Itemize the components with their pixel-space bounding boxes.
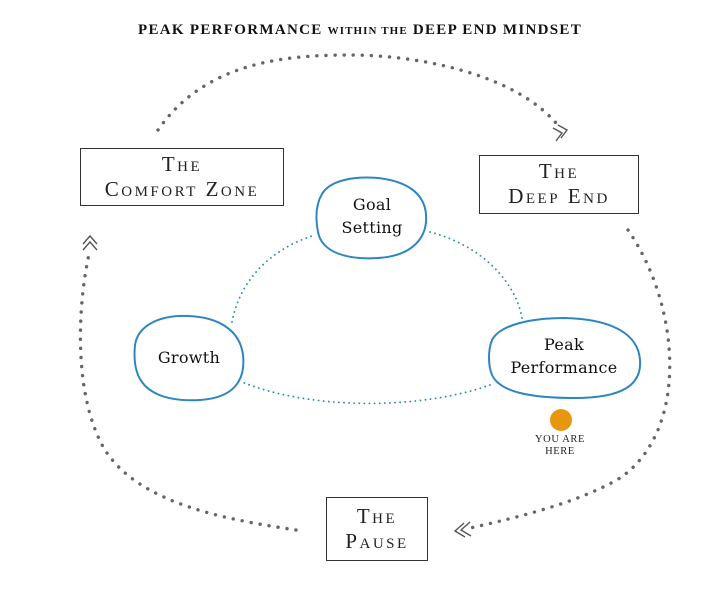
comfort-zone-line-2: Comfort Zone [104,177,260,201]
goal-setting-line-1: Goal [352,195,392,214]
you-are-here-label: YOU ARE HERE [510,434,610,458]
peak-performance-label: Peak Performance [488,333,640,379]
title-part-3: DEEP END MINDSET [412,22,583,38]
growth-line-1: Growth [157,348,221,367]
goal-setting-blob [315,176,428,260]
pause-line-2: Pause [345,529,409,553]
link-goal-to-peak [429,231,523,319]
deep-end-line-2: Deep End [508,184,610,208]
deep-end-box: The Deep End [479,155,639,214]
arc-comfort-to-deep-end [156,53,562,132]
arrowhead-to-pause [453,521,472,538]
peak-performance-line-2: Performance [510,358,618,377]
pause-line-1: The [356,504,398,528]
arrowhead-to-deep-end [552,124,569,142]
title-part-2: WITHIN THE [327,25,408,37]
growth-blob [133,314,245,402]
pause-box: The Pause [326,497,428,561]
you-are-here-marker [550,409,572,431]
arrowhead-to-comfort-zone [82,234,98,251]
comfort-zone-box: The Comfort Zone [80,148,284,206]
you-are-here-line-2: HERE [545,446,575,457]
title-part-1: PEAK PERFORMANCE [137,22,323,38]
goal-setting-label: Goal Setting [318,193,426,239]
you-are-here-line-1: YOU ARE [535,434,585,445]
peak-performance-line-1: Peak [544,335,584,354]
arc-deep-end-to-pause [464,228,672,531]
growth-label: Growth [135,346,243,369]
peak-performance-blob [488,316,642,400]
comfort-zone-line-1: The [161,152,203,176]
link-growth-to-goal [231,235,313,323]
deep-end-line-1: The [538,159,580,183]
diagram-title: PEAK PERFORMANCE WITHIN THE DEEP END MIN… [0,22,720,39]
goal-setting-line-2: Setting [341,218,403,237]
link-peak-to-growth [241,381,491,405]
